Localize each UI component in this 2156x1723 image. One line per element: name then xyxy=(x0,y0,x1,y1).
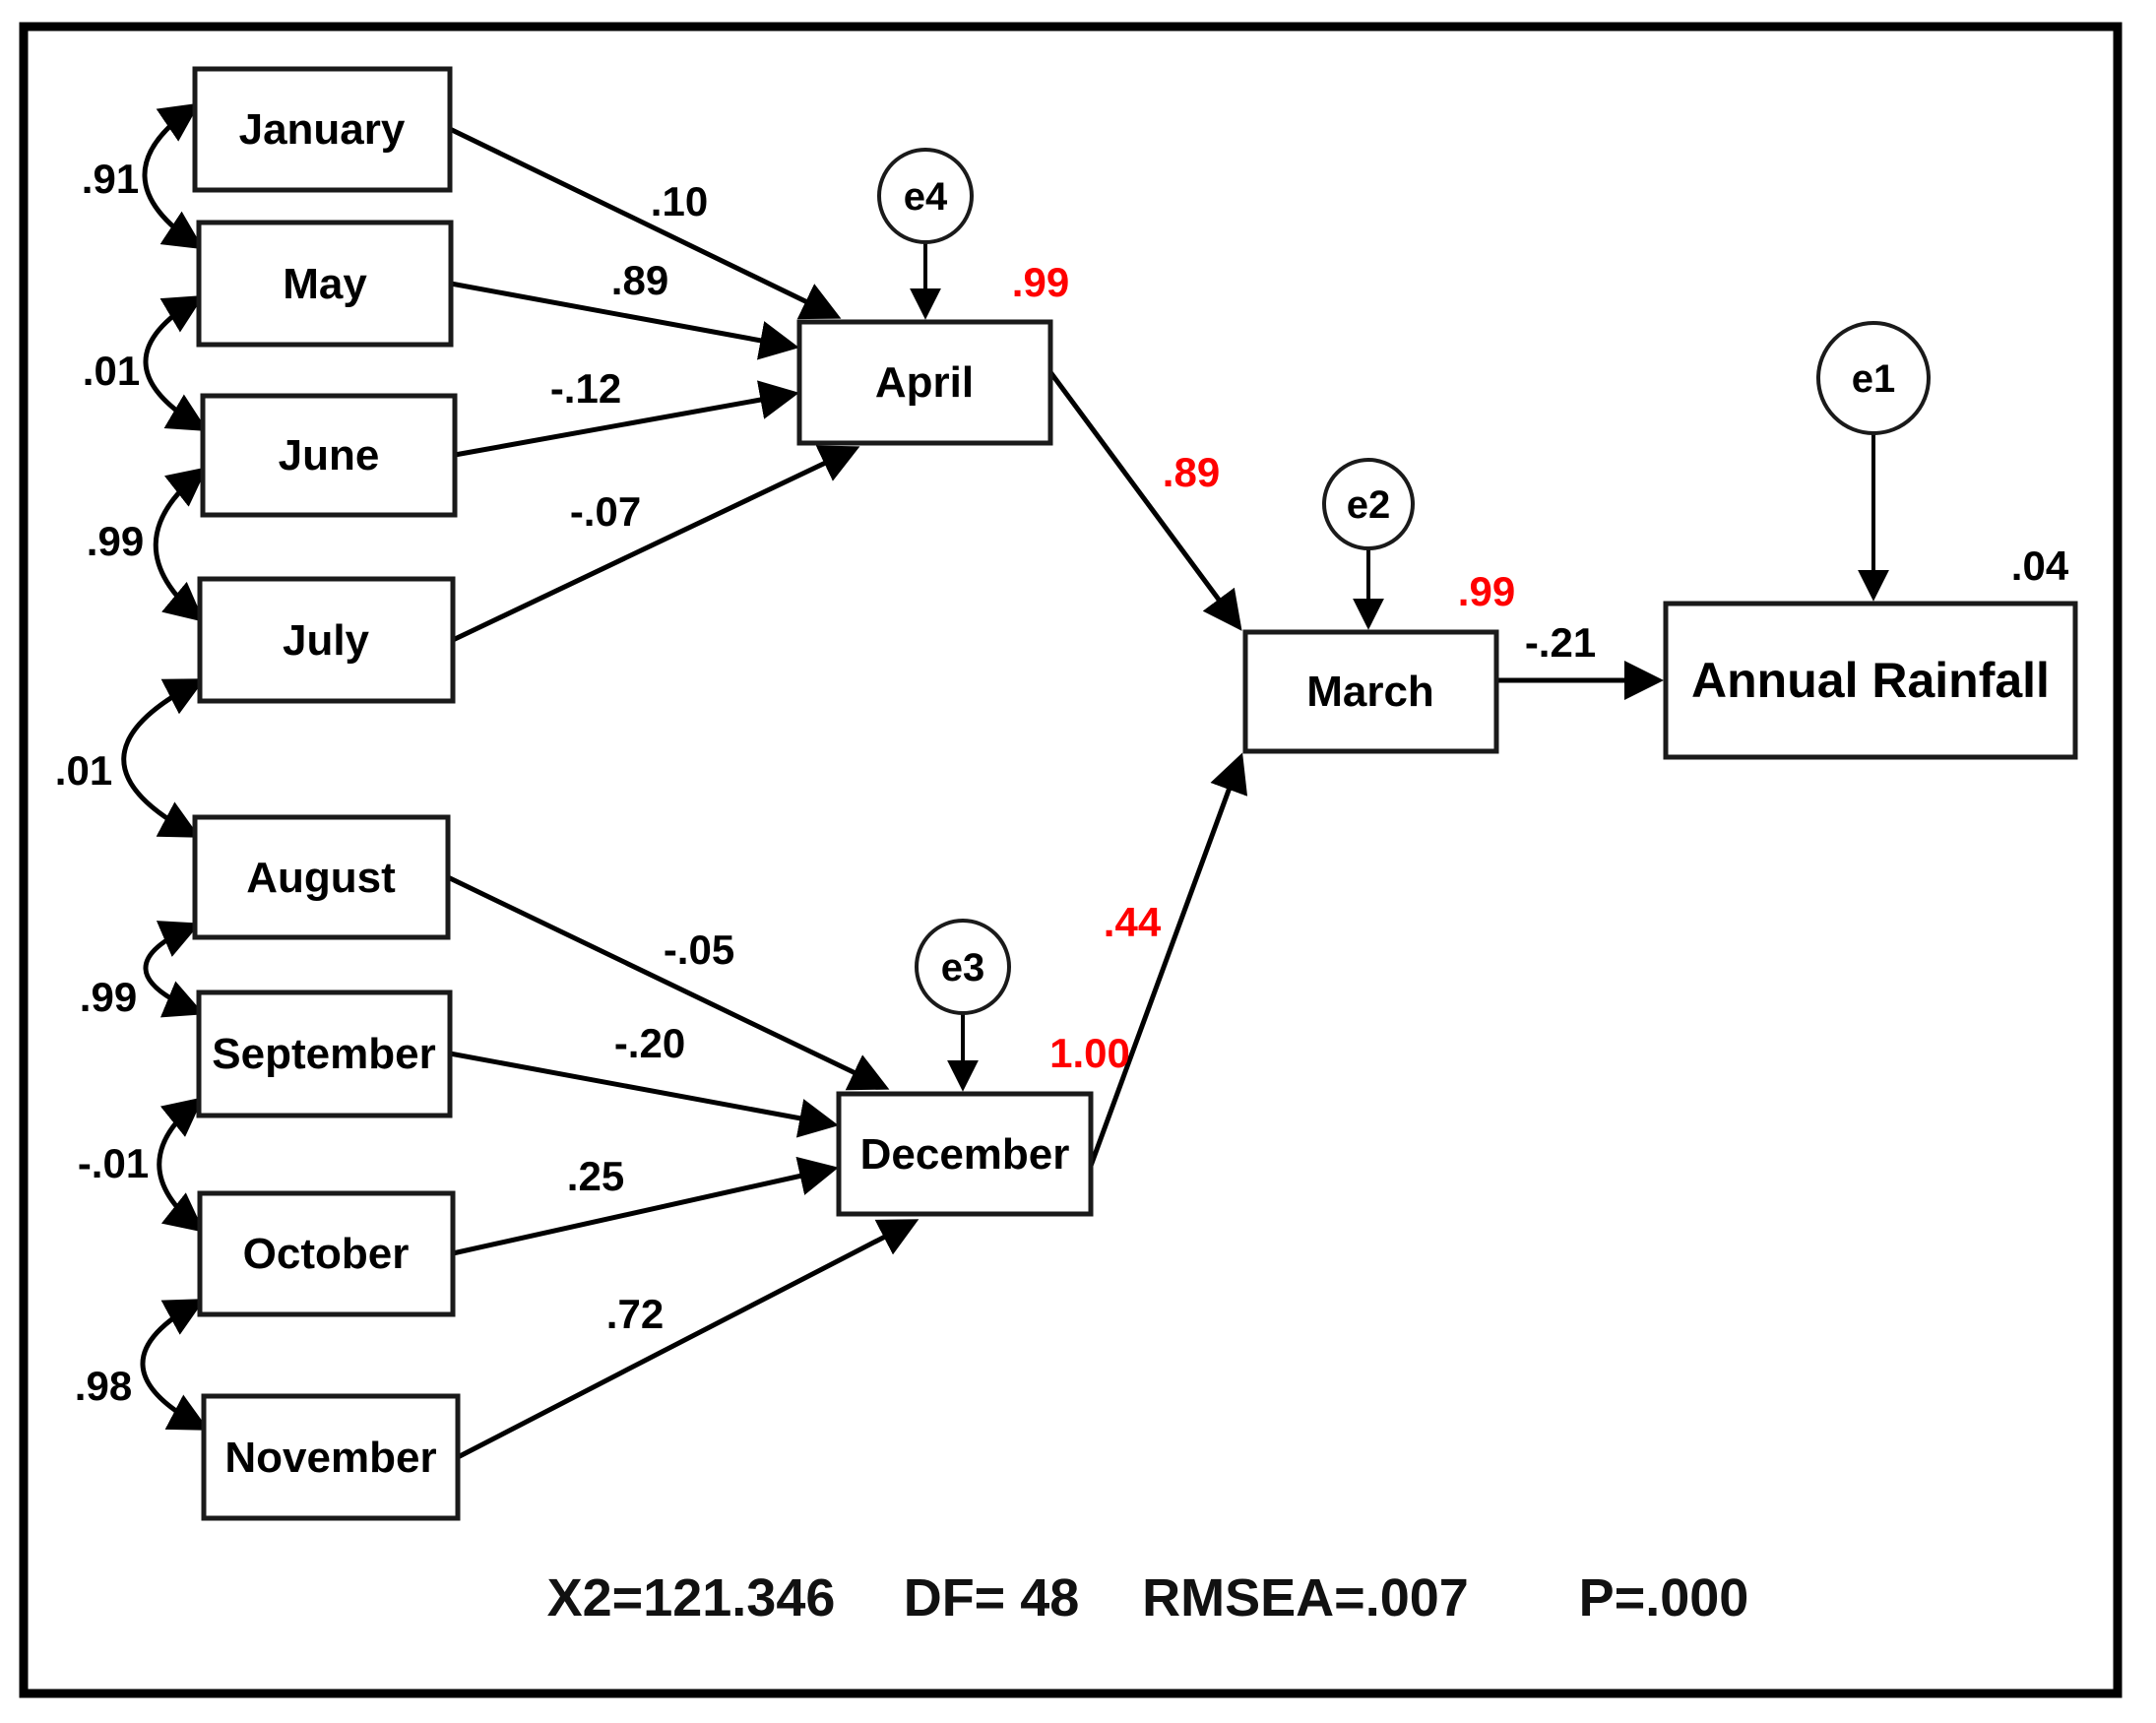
error-circle-e2 xyxy=(1322,458,1415,550)
correlation-arc-june-july xyxy=(153,467,208,622)
box-august-label: August xyxy=(246,854,396,902)
r-squared-annual-rainfall: .04 xyxy=(2011,542,2069,589)
box-may-label: May xyxy=(283,260,367,308)
coef-june-april: -.12 xyxy=(550,365,621,412)
path-august-december xyxy=(446,874,890,1091)
box-october xyxy=(197,1190,456,1317)
box-october-label: October xyxy=(243,1230,410,1278)
corr-january-may: .91 xyxy=(82,156,139,202)
path-september-december xyxy=(449,1051,839,1138)
coef-may-april: .89 xyxy=(611,257,668,303)
box-may xyxy=(196,220,454,348)
box-september xyxy=(196,989,453,1118)
error-label-e3: e3 xyxy=(941,946,985,989)
r-squared-march: .99 xyxy=(1458,568,1515,614)
box-april xyxy=(796,319,1053,446)
corr-october-november: .98 xyxy=(75,1363,132,1409)
fit-df: DF= 48 xyxy=(904,1568,1080,1627)
corr-september-october: -.01 xyxy=(78,1140,149,1186)
coef-august-december: -.05 xyxy=(664,926,734,973)
correlation-arc-september-october xyxy=(157,1097,205,1233)
path-june-april xyxy=(454,380,799,458)
diagram-border xyxy=(19,22,2123,1698)
path-july-april xyxy=(451,445,860,643)
fit-chi-square: X2=121.346 xyxy=(547,1568,836,1627)
path-may-april xyxy=(450,281,799,360)
error-label-e1: e1 xyxy=(1852,357,1896,401)
box-january xyxy=(192,66,453,193)
corr-may-june: .01 xyxy=(83,348,140,394)
correlation-arc-january-may xyxy=(142,102,205,250)
correlation-arc-may-june xyxy=(143,294,209,432)
fit-rmsea: RMSEA=.007 xyxy=(1142,1568,1469,1627)
box-january-label: January xyxy=(239,105,406,154)
error-circle-e3 xyxy=(915,919,1011,1015)
box-june xyxy=(200,393,458,518)
box-november-label: November xyxy=(224,1434,436,1482)
box-november xyxy=(201,1393,461,1521)
corr-august-september: .99 xyxy=(80,974,137,1020)
box-august xyxy=(192,814,451,940)
coef-march-annual-rainfall: -.21 xyxy=(1525,619,1596,666)
box-april-label: April xyxy=(875,358,974,407)
error-label-e2: e2 xyxy=(1347,483,1391,527)
error-label-e4: e4 xyxy=(904,175,948,219)
path-october-december xyxy=(452,1156,839,1256)
path-december-march xyxy=(1088,752,1248,1167)
box-annual-rainfall-label: Annual Rainfall xyxy=(1691,653,2050,708)
box-march-label: March xyxy=(1306,668,1434,716)
error-circle-e1 xyxy=(1816,321,1931,435)
box-annual-rainfall xyxy=(1663,601,2078,760)
error-circle-e4 xyxy=(877,148,974,244)
box-june-label: June xyxy=(279,431,380,479)
path-november-december xyxy=(456,1219,919,1460)
coef-april-march: .89 xyxy=(1163,449,1220,495)
box-july-label: July xyxy=(283,616,370,665)
box-march xyxy=(1242,629,1499,754)
correlation-arc-october-november xyxy=(140,1299,210,1431)
coef-november-december: .72 xyxy=(606,1291,664,1337)
box-july xyxy=(197,576,456,704)
r-squared-april: .99 xyxy=(1012,259,1069,305)
coef-july-april: -.07 xyxy=(570,488,641,535)
fit-p-value: P=.000 xyxy=(1579,1568,1749,1627)
corr-june-july: .99 xyxy=(87,518,144,564)
coef-september-december: -.20 xyxy=(614,1020,685,1066)
coef-january-april: .10 xyxy=(651,178,708,224)
coef-october-december: .25 xyxy=(567,1153,624,1199)
r-squared-december: 1.00 xyxy=(1049,1030,1130,1076)
correlation-arc-july-august xyxy=(121,678,206,838)
box-december xyxy=(836,1091,1094,1217)
path-april-march xyxy=(1047,370,1242,631)
coef-december-march: .44 xyxy=(1104,899,1162,945)
correlation-arc-august-september xyxy=(143,921,205,1018)
corr-july-august: .01 xyxy=(55,747,112,794)
path-january-april xyxy=(448,126,842,320)
box-december-label: December xyxy=(860,1130,1070,1179)
box-september-label: September xyxy=(212,1030,435,1078)
